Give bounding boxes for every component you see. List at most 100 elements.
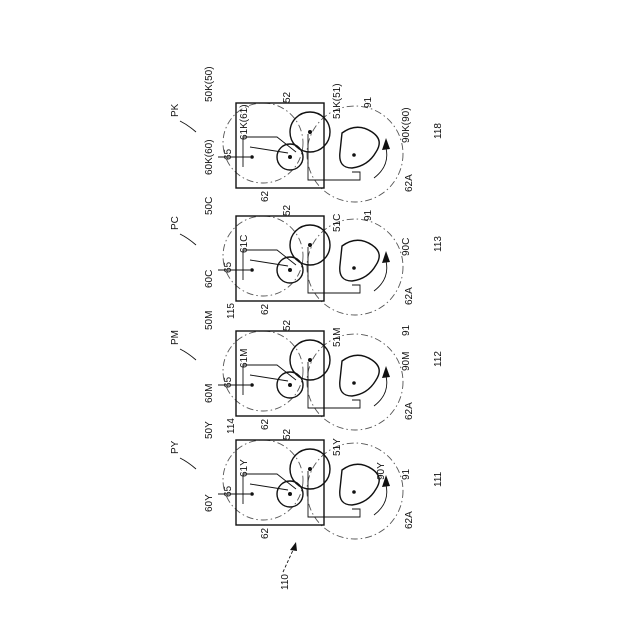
label-91: 91 [401, 324, 412, 336]
developer-center-dot [250, 268, 254, 272]
station-leader [180, 234, 196, 245]
label-62: 62 [260, 303, 271, 315]
unit-pk: PK 50K(50) 52 51K(51) 90K(90) 91 118 60K… [170, 66, 444, 202]
label-91: 91 [363, 96, 374, 108]
station-label: PM [170, 330, 181, 345]
frame-box [236, 216, 324, 301]
circle-label: 111 [433, 471, 444, 487]
developer-label: 60M [204, 384, 215, 403]
circle-label: 113 [433, 236, 444, 252]
unit-pc: PC 50C 52 51C 90C 91 113 60C 65 61C 62 6… [170, 197, 444, 319]
cam-label: 90C [401, 238, 412, 256]
leader-61 [250, 484, 288, 490]
label-65: 65 [223, 148, 234, 160]
label-65: 65 [223, 485, 234, 497]
label-52: 52 [282, 204, 293, 216]
extra-label: 114 [226, 418, 237, 434]
label-52: 52 [282, 91, 293, 103]
drum-label: 51M [332, 328, 343, 347]
rotation-arrow-head [382, 366, 390, 378]
drum-label: 51C [332, 214, 343, 232]
reference-110-arrowhead [290, 542, 297, 551]
developer-housing [243, 365, 296, 395]
label-62: 62 [260, 418, 271, 430]
station-leader [180, 349, 196, 360]
label-62A: 62A [404, 402, 415, 420]
roller-center-dot [288, 492, 292, 496]
cam-label: 90Y [376, 462, 387, 480]
frame-label: 50Y [204, 421, 215, 439]
reference-110-leader [283, 548, 294, 572]
roller-label: 61K(61) [239, 104, 250, 140]
dashdot-circle-left [223, 440, 303, 520]
label-52: 52 [282, 428, 293, 440]
rotation-arrow-head [382, 251, 390, 263]
cam-91 [340, 127, 379, 168]
frame-box [236, 331, 324, 416]
drum-center-dot [308, 467, 312, 471]
label-52: 52 [282, 319, 293, 331]
roller-center-dot [288, 155, 292, 159]
drum-center-dot [308, 358, 312, 362]
developer-label: 60C [204, 270, 215, 288]
drum-center-dot [308, 130, 312, 134]
dashdot-circle-left [223, 216, 303, 296]
developer-label: 60K(60) [204, 139, 215, 175]
roller-center-dot [288, 383, 292, 387]
frame-label: 50K(50) [204, 66, 215, 102]
drum-label: 51K(51) [332, 83, 343, 119]
label-91: 91 [401, 468, 412, 480]
station-leader [180, 458, 196, 469]
cam-91 [340, 240, 379, 281]
station-label: PY [170, 440, 181, 454]
developer-center-dot [250, 383, 254, 387]
developer-housing [243, 250, 296, 280]
cleaning-blade-62A [308, 471, 360, 517]
cleaning-blade-62A [308, 247, 360, 293]
cam-91 [340, 464, 379, 505]
dashdot-circle-left [223, 103, 303, 183]
leader-61 [250, 260, 288, 266]
cleaning-blade-62A [308, 134, 360, 180]
cam-center-dot [352, 153, 356, 157]
label-62A: 62A [404, 174, 415, 192]
reference-110: 110 [280, 574, 291, 590]
extra-label: 115 [226, 303, 237, 319]
cam-center-dot [352, 490, 356, 494]
label-62A: 62A [404, 287, 415, 305]
station-label: PC [170, 216, 181, 230]
developer-housing [243, 137, 296, 167]
unit-py: PY 50Y 52 51Y 90Y 91 111 60Y 65 61Y 62 6… [170, 421, 444, 539]
cleaning-blade-62A [308, 362, 360, 408]
rotation-arrow-head [382, 138, 390, 150]
drum-label: 51Y [332, 438, 343, 456]
cam-label: 90K(90) [401, 107, 412, 143]
frame-label: 50M [204, 311, 215, 330]
developer-label: 60Y [204, 494, 215, 512]
label-62A: 62A [404, 511, 415, 529]
roller-label: 61Y [239, 459, 250, 477]
label-91: 91 [363, 209, 374, 221]
developer-center-dot [250, 492, 254, 496]
frame-box [236, 440, 324, 525]
label-62: 62 [260, 527, 271, 539]
cam-center-dot [352, 381, 356, 385]
station-leader [180, 121, 196, 132]
leader-61 [250, 147, 288, 153]
dashdot-circle-left [223, 331, 303, 411]
drum-center-dot [308, 243, 312, 247]
roller-label: 61M [239, 349, 250, 368]
roller-center-dot [288, 268, 292, 272]
station-label: PK [170, 103, 181, 117]
unit-pm: PM 50M 52 51M 90M 91 112 60M 65 61M 62 6… [170, 311, 444, 434]
cam-center-dot [352, 266, 356, 270]
cam-label: 90M [401, 352, 412, 371]
circle-label: 112 [433, 351, 444, 367]
developer-center-dot [250, 155, 254, 159]
cam-91 [340, 355, 379, 396]
leader-61 [250, 375, 288, 381]
label-65: 65 [223, 376, 234, 388]
developer-housing [243, 474, 296, 504]
